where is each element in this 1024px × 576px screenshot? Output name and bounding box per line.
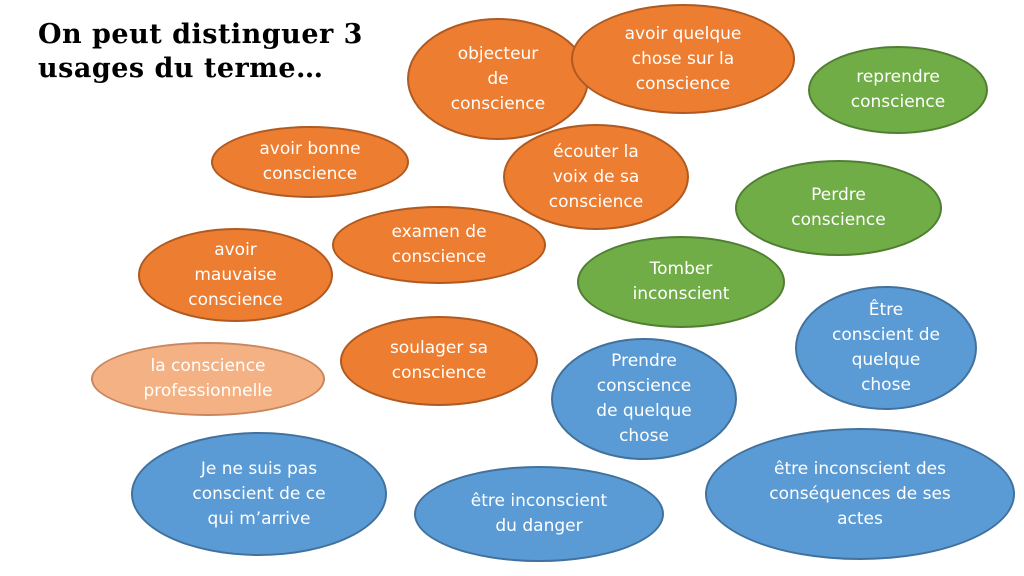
bubble-soulager-sa-conscience: soulager sa conscience [340, 316, 538, 406]
bubble-perdre-conscience: Perdre conscience [735, 160, 942, 256]
bubble-avoir-mauvaise-conscience: avoir mauvaise conscience [138, 228, 333, 322]
bubble-je-ne-suis-pas-conscient: Je ne suis pas conscient de ce qui m’arr… [131, 432, 387, 556]
bubble-reprendre-conscience: reprendre conscience [808, 46, 988, 134]
bubble-examen-de-conscience: examen de conscience [332, 206, 546, 284]
bubble-avoir-bonne-conscience: avoir bonne conscience [211, 126, 409, 198]
bubble-avoir-quelque-chose-sur-la-conscience: avoir quelque chose sur la conscience [571, 4, 795, 114]
bubble-ecouter-la-voix-de-sa-conscience: écouter la voix de sa conscience [503, 124, 689, 230]
bubble-etre-conscient-de-quelque-chose: Être conscient de quelque chose [795, 286, 977, 410]
bubble-la-conscience-professionnelle: la conscience professionnelle [91, 342, 325, 416]
bubble-prendre-conscience-de-quelque-chose: Prendre conscience de quelque chose [551, 338, 737, 460]
slide-title: On peut distinguer 3 usages du terme… [38, 19, 363, 84]
bubble-etre-inconscient-du-danger: être inconscient du danger [414, 466, 664, 562]
bubble-objecteur-de-conscience: objecteur de conscience [407, 18, 589, 140]
bubble-tomber-inconscient: Tomber inconscient [577, 236, 785, 328]
bubble-etre-inconscient-des-consequences: être inconscient des conséquences de ses… [705, 428, 1015, 560]
